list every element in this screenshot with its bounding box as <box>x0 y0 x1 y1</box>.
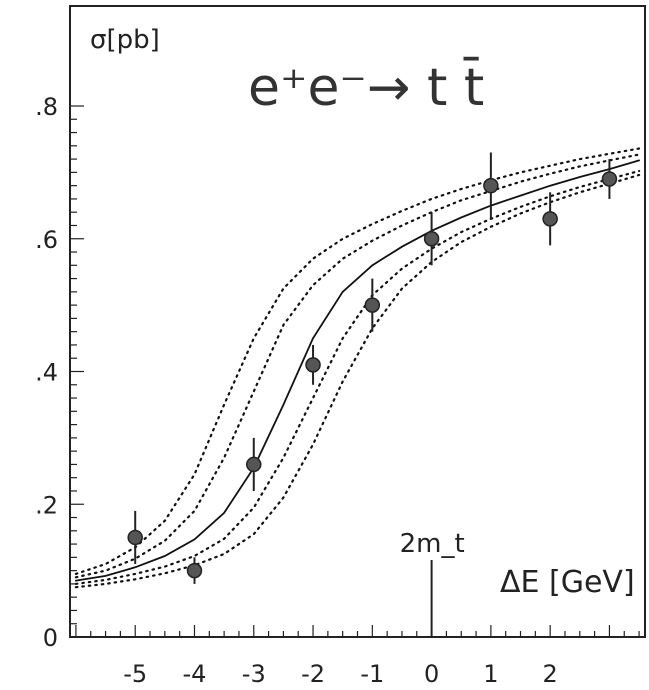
x-tick-label: 2 <box>543 660 558 688</box>
series-dotted-curve-1 <box>74 147 641 575</box>
threshold-annotation: 2m_t <box>400 529 465 559</box>
series-dotted-curve-2 <box>74 153 641 579</box>
data-point-5 <box>423 231 440 247</box>
x-tick-label: -3 <box>242 660 266 688</box>
y-tick-label: .8 <box>35 93 58 121</box>
axis-ticks: -5 -4 -3 -2 -1 0 1 2 0 .2 .4 .6 .8 <box>35 93 640 688</box>
x-tick-label: -4 <box>183 660 207 688</box>
x-tick-label: -2 <box>301 660 325 688</box>
x-tick-label: -5 <box>123 660 147 688</box>
series-solid-curve <box>75 159 640 582</box>
data-point-8 <box>601 171 618 187</box>
data-point-7 <box>542 211 558 227</box>
series-dotted-curve-4 <box>74 173 641 589</box>
x-axis-title: ΔE [GeV] <box>500 565 635 600</box>
chart-title: e⁺e⁻→ t t̄ <box>248 57 484 118</box>
y-tick-label: .6 <box>35 226 58 254</box>
data-point-1 <box>186 562 203 579</box>
data-point-4 <box>364 297 381 313</box>
model-curves <box>74 147 641 589</box>
x-tick-label: 1 <box>483 660 498 688</box>
data-point-3 <box>305 357 321 373</box>
data-points <box>127 152 618 584</box>
series-dotted-curve-3 <box>74 169 641 585</box>
y-tick-label: .4 <box>35 359 58 387</box>
x-tick-label: -1 <box>360 660 384 688</box>
x-tick-label: 0 <box>424 660 439 688</box>
y-tick-label: .2 <box>35 491 58 519</box>
y-tick-label: 0 <box>43 624 58 652</box>
data-point-0 <box>127 529 143 546</box>
data-point-6 <box>483 177 499 194</box>
data-point-2 <box>246 456 262 473</box>
y-axis-title: σ[pb] <box>90 25 160 55</box>
